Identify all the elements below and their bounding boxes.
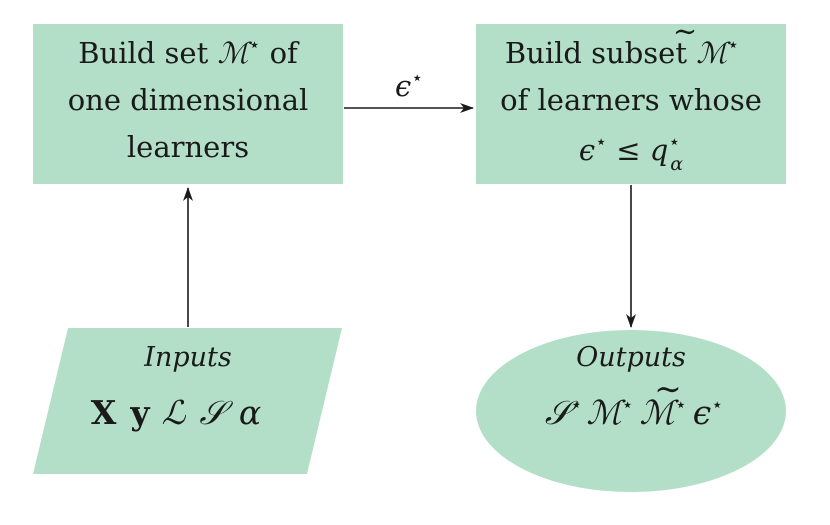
outputs-M-star: ⋆ [622,394,634,416]
inputs-label: Inputs [143,342,231,373]
build-set-line1-suffix: of [260,36,300,70]
outputs-Mt-star: ⋆ [675,394,687,416]
node-outputs-shape [476,330,786,492]
build-set-symbol-star: ⋆ [248,34,260,56]
outputs-eps: ϵ [693,393,711,432]
subset-eps: ϵ [579,133,595,167]
node-build-subset-line1: Build subset ℳ⋆ [505,34,739,70]
node-build-set-line1: Build set ℳ⋆ of [78,34,300,70]
outputs-label: Outputs [576,342,686,373]
outputs-Mt: ℳ [640,393,680,432]
edges: ϵ⋆ [183,67,636,328]
node-build-set: Build set ℳ⋆ of one dimensional learners [33,24,343,184]
node-build-subset-line2: of learners whose [500,83,762,117]
node-outputs: Outputs 𝒮⋆ℳ⋆ℳ⋆ϵ⋆ ∼ [476,330,786,492]
inputs-y: y [129,393,150,432]
inputs-X: X [91,393,117,432]
inputs-L: ℒ [162,393,187,432]
outputs-Mt-tilde: ∼ [654,369,682,408]
edge-label-eps: ϵ [395,69,411,103]
subset-q: q [650,133,669,167]
outputs-symbols: 𝒮⋆ℳ⋆ℳ⋆ϵ⋆ [545,393,723,432]
build-set-line1-prefix: Build set [78,36,217,70]
node-build-subset-line3: ϵ⋆ ≤ q⋆α [579,131,683,175]
node-build-subset: Build subset ℳ⋆ ∼ of learners whose ϵ⋆ ≤… [476,14,786,184]
node-build-set-line2: one dimensional [68,83,309,117]
node-inputs-shape [33,328,342,474]
build-subset-symbol-M: ℳ [696,36,731,70]
subset-q-star: ⋆ [668,131,680,153]
build-subset-tilde: ∼ [673,14,697,48]
outputs-M: ℳ [586,393,626,432]
node-build-set-line3: learners [127,130,249,164]
build-subset-line1-prefix: Build subset [505,36,696,70]
subset-q-alpha: α [670,153,683,175]
outputs-S-star: ⋆ [570,394,582,416]
edge-label-star: ⋆ [411,67,423,89]
build-set-symbol-M: ℳ [217,36,252,70]
outputs-eps-star: ⋆ [711,394,723,416]
node-build-set-box [33,24,343,184]
inputs-alpha: α [239,393,261,432]
build-subset-symbol-star: ⋆ [727,34,739,56]
subset-leq: ≤ [607,133,650,167]
edge-label-eps-star: ϵ⋆ [395,67,423,103]
node-build-subset-box [476,24,786,184]
subset-eps-star: ⋆ [595,131,607,153]
